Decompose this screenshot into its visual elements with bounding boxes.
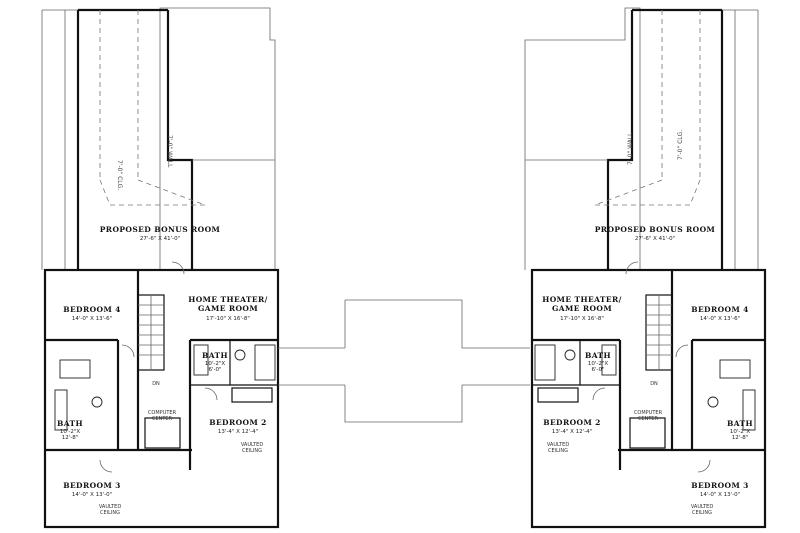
vanity bbox=[742, 389, 756, 431]
svg-text:CEILING: CEILING bbox=[100, 510, 120, 516]
bath-1-label: BATH bbox=[202, 351, 228, 360]
bedroom-2-label: BEDROOM 2 bbox=[543, 418, 601, 427]
computer-desk bbox=[144, 417, 181, 449]
stairs bbox=[137, 294, 165, 371]
bonus-room-label: PROPOSED BONUS ROOM bbox=[100, 225, 220, 234]
svg-text:CENTER: CENTER bbox=[638, 416, 659, 422]
svg-text:VAULTED: VAULTED bbox=[547, 442, 569, 448]
shower bbox=[254, 344, 276, 381]
bonus-room-label: PROPOSED BONUS ROOM bbox=[595, 225, 715, 234]
bath-2-label: BATH bbox=[57, 419, 83, 428]
stair-down-label: DN bbox=[152, 381, 160, 387]
svg-text:VAULTED: VAULTED bbox=[99, 504, 121, 510]
computer-desk bbox=[629, 417, 666, 449]
closet bbox=[537, 387, 579, 403]
game-room-label: GAME ROOM bbox=[198, 304, 258, 313]
bedroom-3-label: BEDROOM 3 bbox=[63, 481, 121, 490]
svg-text:VAULTED: VAULTED bbox=[691, 504, 713, 510]
bedroom-4-size: 14'-0" X 13'-6" bbox=[72, 316, 112, 322]
svg-text:10'-2"X: 10'-2"X bbox=[60, 429, 81, 435]
bonus-room-walls bbox=[76, 10, 194, 270]
vanity bbox=[601, 344, 617, 376]
svg-text:12'-8": 12'-8" bbox=[62, 435, 79, 441]
stair-down-label: DN bbox=[650, 381, 658, 387]
stairs bbox=[645, 294, 673, 371]
bedroom-4-label: BEDROOM 4 bbox=[63, 305, 121, 314]
bonus-room-size: 27'-6" X 41'-0" bbox=[140, 236, 180, 242]
wall-note: 7'-0" WALL bbox=[166, 135, 173, 168]
computer-center-label: COMPUTER bbox=[634, 410, 663, 416]
toilet bbox=[91, 396, 103, 408]
ceiling-note: 7'-0" CLG. bbox=[116, 160, 123, 190]
computer-center-label: COMPUTER bbox=[148, 410, 177, 416]
bonus-room-walls bbox=[606, 10, 724, 270]
vanity bbox=[54, 389, 68, 431]
bathtub bbox=[59, 359, 91, 379]
svg-text:CEILING: CEILING bbox=[242, 448, 262, 454]
upper-floor-outline bbox=[530, 268, 767, 529]
bedroom-2-size: 13'-4" X 12'-4" bbox=[218, 429, 258, 435]
svg-text:10'-2"X: 10'-2"X bbox=[588, 361, 609, 367]
bedroom-3-label: BEDROOM 3 bbox=[691, 481, 749, 490]
svg-text:6'-0": 6'-0" bbox=[591, 367, 604, 373]
home-theater-size: 17'-10" X 16'-8" bbox=[560, 316, 604, 322]
vanity bbox=[193, 344, 209, 376]
wall-note: 7'-0" WALL bbox=[627, 132, 634, 165]
home-theater-size: 17'-10" X 16'-8" bbox=[206, 316, 250, 322]
svg-text:VAULTED: VAULTED bbox=[241, 442, 263, 448]
svg-text:10'-2"X: 10'-2"X bbox=[730, 429, 751, 435]
bathtub bbox=[719, 359, 751, 379]
closet bbox=[231, 387, 273, 403]
svg-text:CEILING: CEILING bbox=[548, 448, 568, 454]
shower bbox=[534, 344, 556, 381]
home-theater-label: HOME THEATER/ bbox=[188, 295, 268, 304]
toilet bbox=[707, 396, 719, 408]
bedroom-3-size: 14'-0" X 13'-0" bbox=[72, 492, 112, 498]
bedroom-2-size: 13'-4" X 12'-4" bbox=[552, 429, 592, 435]
svg-text:12'-8": 12'-8" bbox=[732, 435, 749, 441]
bedroom-4-size: 14'-0" X 13'-6" bbox=[700, 316, 740, 322]
home-theater-label: HOME THEATER/ bbox=[542, 295, 622, 304]
game-room-label: GAME ROOM bbox=[552, 304, 612, 313]
bedroom-4-label: BEDROOM 4 bbox=[691, 305, 749, 314]
toilet bbox=[234, 349, 246, 361]
svg-text:CENTER: CENTER bbox=[152, 416, 173, 422]
ceiling-note: 7'-0" CLG. bbox=[677, 130, 684, 160]
toilet bbox=[564, 349, 576, 361]
upper-floor-outline bbox=[43, 268, 280, 529]
svg-text:10'-2"X: 10'-2"X bbox=[205, 361, 226, 367]
center-connector bbox=[278, 299, 530, 423]
svg-text:CEILING: CEILING bbox=[692, 510, 712, 516]
bedroom-2-label: BEDROOM 2 bbox=[209, 418, 267, 427]
bedroom-3-size: 14'-0" X 13'-0" bbox=[700, 492, 740, 498]
bath-2-label: BATH bbox=[727, 419, 753, 428]
right-unit-floor-plan: PROPOSED BONUS ROOM 27'-6" X 41'-0" 7'-0… bbox=[524, 7, 767, 529]
bath-1-label: BATH bbox=[585, 351, 611, 360]
bonus-room-size: 27'-6" X 41'-0" bbox=[635, 236, 675, 242]
left-unit-floor-plan: PROPOSED BONUS ROOM 27'-6" X 41'-0" 7'-0… bbox=[41, 7, 280, 529]
svg-text:6'-0": 6'-0" bbox=[208, 367, 221, 373]
